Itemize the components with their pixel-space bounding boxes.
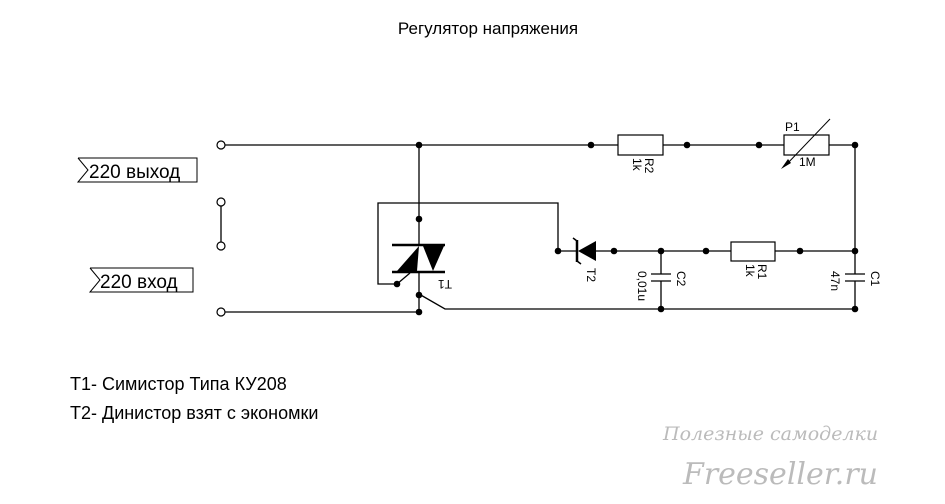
dinistor-t2: T2 — [572, 237, 598, 282]
potentiometer-p1: P1 1M — [781, 118, 831, 169]
watermark-line1: Полезные самоделки — [662, 423, 878, 445]
triac-t1: T1 — [392, 243, 452, 291]
svg-text:C2: C2 — [674, 271, 688, 287]
svg-text:220 вход: 220 вход — [100, 272, 178, 293]
watermark-line2: Freeseller.ru — [682, 457, 878, 492]
note-t2: T2- Динистор взят с экономки — [70, 403, 318, 423]
svg-text:47n: 47n — [828, 271, 842, 291]
svg-text:T2: T2 — [584, 268, 598, 282]
capacitor-c1: C1 47n — [828, 271, 882, 291]
svg-text:1M: 1M — [799, 155, 816, 169]
terminal-mid-lower — [216, 241, 226, 251]
svg-text:0,01u: 0,01u — [635, 271, 649, 301]
junction-dots — [393, 141, 859, 316]
note-t1: T1- Симистор Типа КУ208 — [70, 374, 287, 394]
wires — [220, 144, 856, 313]
resistor-r1: R1 1k — [730, 241, 776, 280]
resistor-r2: R2 1k — [617, 134, 664, 174]
diagram-title: Регулятор напряжения — [398, 19, 578, 38]
svg-text:R1: R1 — [755, 264, 769, 280]
svg-text:R2: R2 — [642, 158, 656, 174]
port-input: 220 вход — [88, 267, 194, 293]
terminal-mid-upper — [216, 197, 226, 207]
terminal-bottom — [216, 307, 226, 317]
port-output: 220 выход — [76, 157, 198, 183]
terminal-top — [216, 140, 226, 150]
svg-text:220 выход: 220 выход — [89, 162, 180, 183]
svg-text:P1: P1 — [785, 120, 800, 134]
svg-text:1k: 1k — [630, 158, 644, 172]
capacitor-c2: C2 0,01u — [635, 271, 688, 301]
svg-text:T1: T1 — [438, 277, 452, 291]
svg-text:C1: C1 — [868, 271, 882, 287]
svg-text:1k: 1k — [743, 264, 757, 278]
